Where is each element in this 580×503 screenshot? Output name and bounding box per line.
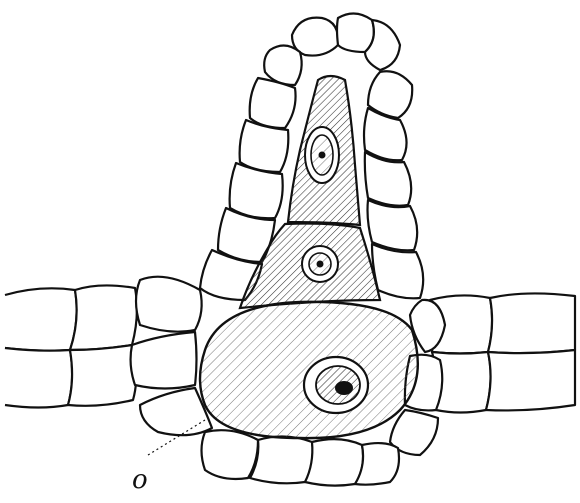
label-o: o [132,465,148,495]
neck-canal-cell [288,76,360,225]
egg-cell [200,302,418,438]
